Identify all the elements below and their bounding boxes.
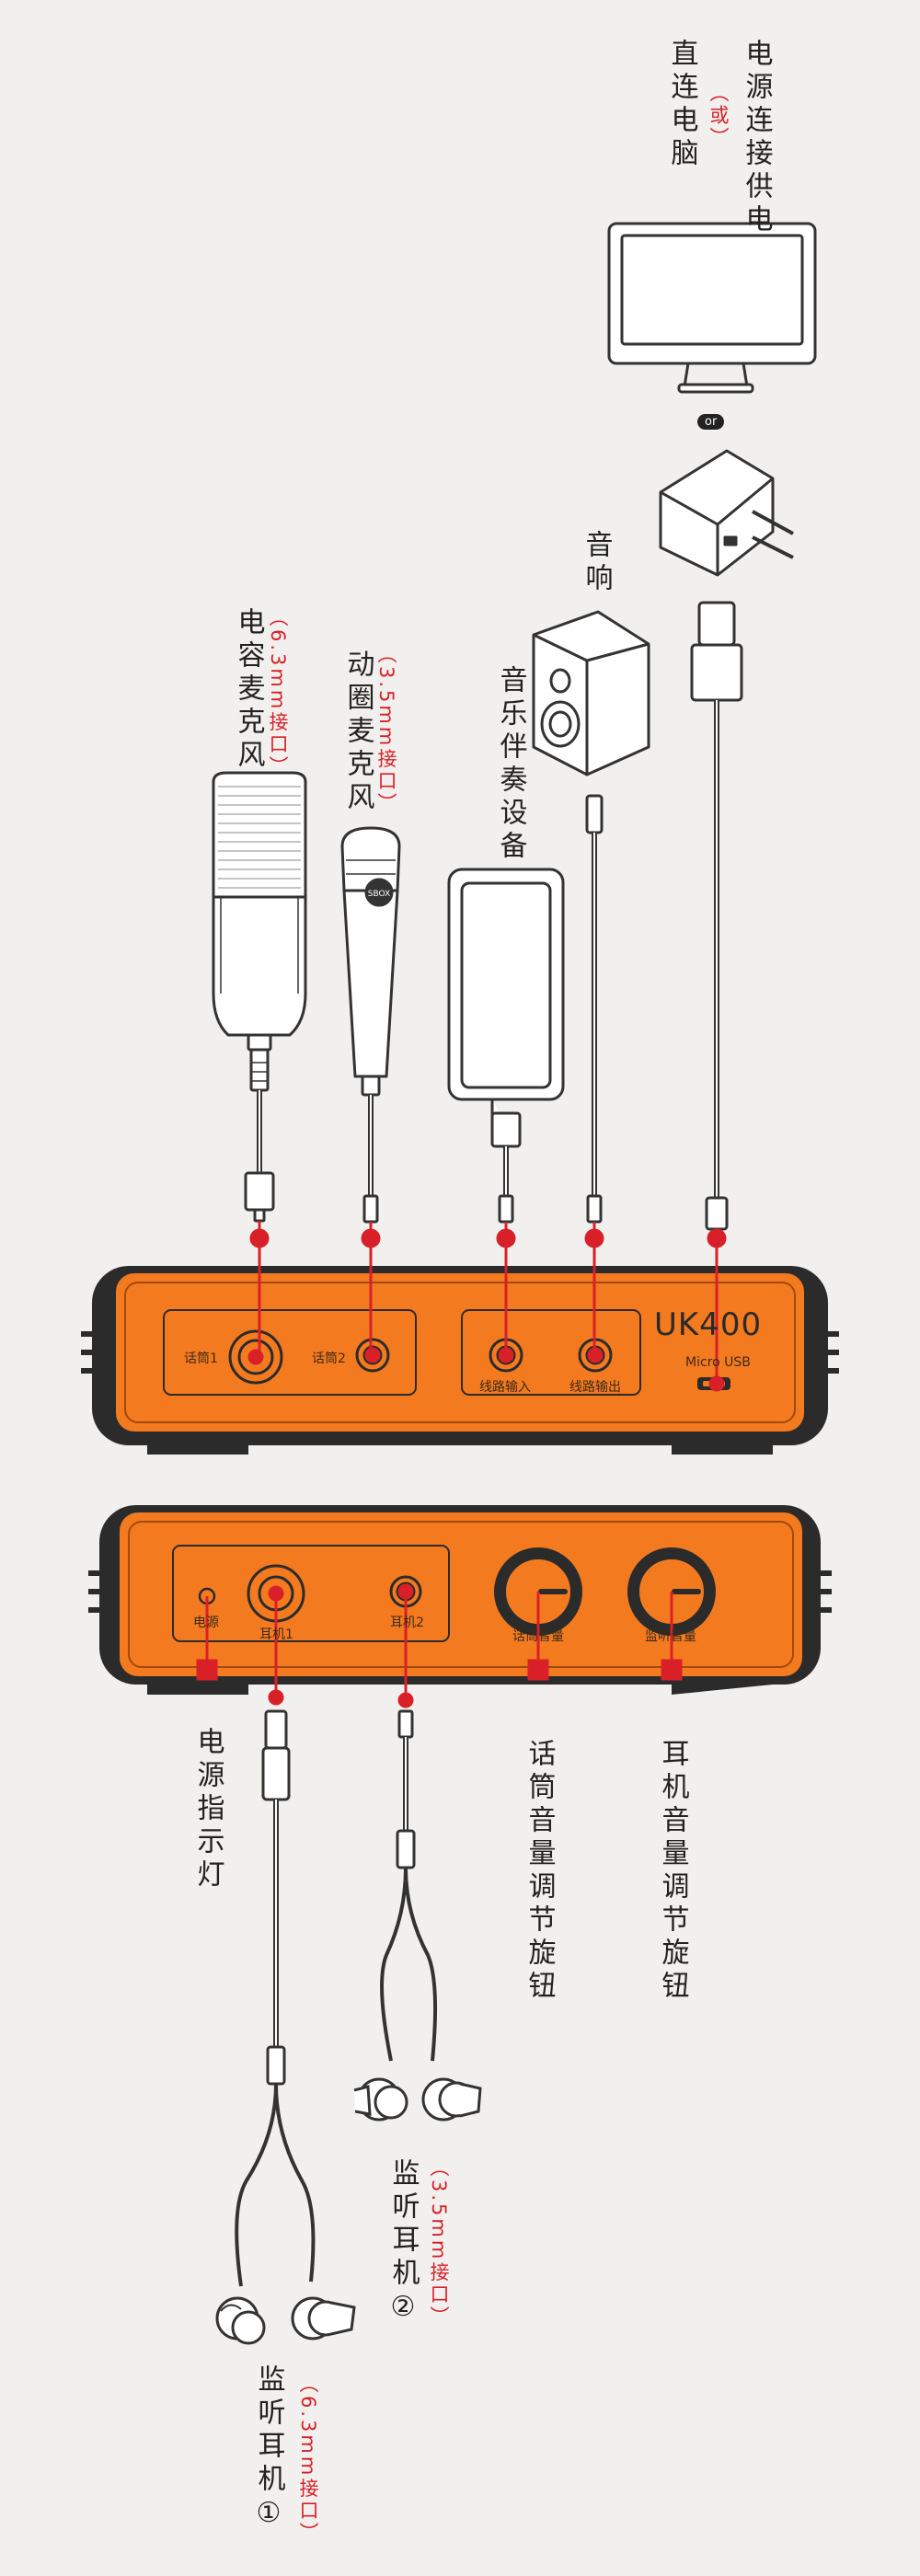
back-connection-markers [196,1583,683,1708]
dynamic-mic-label: 动圈麦克风 [341,650,374,815]
computer-monitor-icon [607,222,817,394]
dynamic-mic-icon [340,826,401,1224]
speaker-label: 音响 [580,530,613,596]
front-panel [81,1266,839,1455]
monitor-earphone-2-label: 监听耳机② [386,2158,420,2329]
port-line-out-label: 线路输出 [569,1380,621,1395]
usb-cable [690,601,743,1231]
direct-pc-label: 直连电脑 [665,39,698,171]
condenser-mic-note: （6.3mm接口） [267,607,289,778]
power-adapter-icon [659,449,794,577]
front-connection-markers [247,1221,727,1392]
or-note: （或） [707,83,730,149]
headphone-volume-knob-label: 耳机音量调节旋钮 [656,1739,689,2004]
power-supply-label: 电源连接供电 [740,39,773,237]
monitor-earphone-1-label: 监听耳机① [252,2364,285,2535]
port-mic-volume-label: 话筒音量 [512,1629,564,1644]
condenser-mic-icon [212,771,307,1223]
earphones-6-3mm-icon [215,1709,356,2345]
mic-volume-knob-label: 话筒音量调节旋钮 [523,1739,556,2004]
port-power-led-label: 电源 [193,1616,219,1630]
speaker-cable [585,794,604,1224]
port-headphone2-label: 耳机2 [390,1616,424,1630]
mic-badge: SBOX [368,890,390,899]
power-led-label: 电源指示灯 [191,1727,224,1892]
speaker-icon [532,610,650,776]
monitor-earphone-1-note: （6.3mm接口） [297,2374,319,2545]
or-badge: or [697,414,725,430]
port-headphone1-label: 耳机1 [259,1627,293,1642]
condenser-mic-label: 电容麦克风 [232,607,265,773]
port-monitor-volume-label: 监听音量 [645,1629,696,1644]
port-micro-usb-label: Micro USB [685,1355,751,1370]
brand-logo: UK400 [654,1306,763,1343]
port-line-in-label: 线路输入 [479,1380,531,1395]
port-mic1-label: 话筒1 [184,1351,218,1366]
earphones-3-5mm-icon [353,1709,482,2122]
phone-icon [447,868,565,1224]
port-mic2-label: 话筒2 [312,1351,346,1366]
music-device-label: 音乐伴奏设备 [494,665,527,864]
monitor-earphone-2-note: （3.5mm接口） [428,2157,450,2329]
dynamic-mic-note: （3.5mm接口） [375,644,397,815]
